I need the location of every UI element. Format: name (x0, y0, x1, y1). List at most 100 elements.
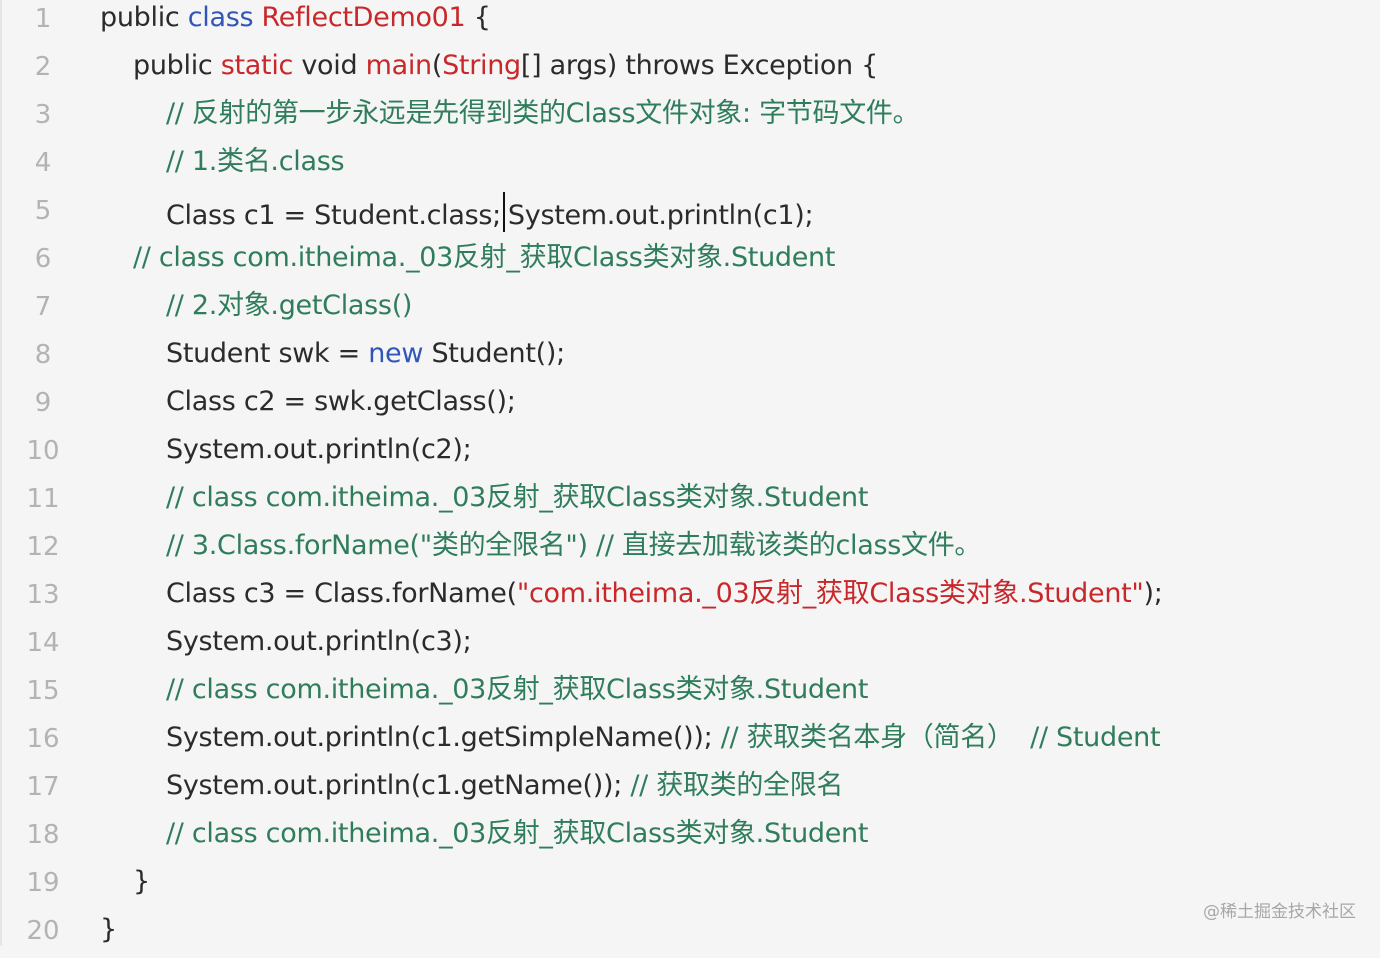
line-number: 14 (26, 628, 60, 658)
code-comment: // class com.itheima._03反射_获取Class类对象.St… (166, 674, 869, 705)
code-token: System.out.println(c1.getName()); (166, 770, 631, 801)
code-text: // 2.对象.getClass() (166, 288, 412, 324)
code-text: // 1.类名.class (166, 144, 345, 180)
code-line-17[interactable]: 17 System.out.println(c1.getName()); // 获… (0, 766, 1380, 814)
code-line-6[interactable]: 6 // class com.itheima._03反射_获取Class类对象.S… (0, 238, 1380, 286)
code-token: public (100, 2, 188, 33)
code-line-18[interactable]: 18 // class com.itheima._03反射_获取Class类对象.… (0, 814, 1380, 862)
code-comment: // 1.类名.class (166, 146, 345, 177)
code-identifier: String (442, 50, 521, 81)
code-line-2[interactable]: 2 public static void main(String[] args) … (0, 46, 1380, 94)
code-token: Student(); (423, 338, 565, 369)
code-line-19[interactable]: 19} (0, 862, 1380, 910)
code-token: System.out.println(c1); (507, 200, 814, 231)
gutter-edge (0, 0, 2, 946)
line-number: 19 (26, 868, 60, 898)
line-number: 18 (26, 820, 60, 850)
line-number: 6 (34, 244, 52, 274)
line-number: 2 (34, 52, 52, 82)
code-token: [] args) throws Exception { (520, 50, 879, 81)
code-text: } (133, 864, 150, 900)
code-line-13[interactable]: 13 Class c3 = Class.forName("com.itheima.… (0, 574, 1380, 622)
code-line-11[interactable]: 11 // class com.itheima._03反射_获取Class类对象.… (0, 478, 1380, 526)
code-text: // 3.Class.forName("类的全限名") // 直接去加载该类的c… (166, 528, 981, 564)
watermark: @稀土掘金技术社区 (1203, 902, 1356, 922)
code-text: public static void main(String[] args) t… (133, 48, 878, 84)
line-number: 1 (34, 4, 52, 34)
code-identifier: main (365, 50, 433, 81)
line-number: 4 (34, 148, 52, 178)
code-token: { (465, 2, 491, 33)
code-comment: // 获取类的全限名 (630, 770, 844, 801)
code-token: System.out.println(c3); (166, 626, 472, 657)
code-token: void (301, 50, 366, 81)
code-text: Student swk = new Student(); (166, 336, 565, 372)
code-text: public class ReflectDemo01 { (100, 0, 491, 36)
line-number: 15 (26, 676, 60, 706)
code-line-12[interactable]: 12 // 3.Class.forName("类的全限名") // 直接去加载该类… (0, 526, 1380, 574)
line-number: 3 (34, 100, 52, 130)
code-line-15[interactable]: 15 // class com.itheima._03反射_获取Class类对象.… (0, 670, 1380, 718)
code-token: System.out.println(c1.getSimpleName()); (166, 722, 721, 753)
code-comment: // 获取类名本身（简名） // Student (720, 722, 1161, 753)
code-keyword: new (368, 338, 424, 369)
code-token: public (133, 50, 221, 81)
code-line-9[interactable]: 9 Class c2 = swk.getClass(); (0, 382, 1380, 430)
code-comment: // class com.itheima._03反射_获取Class类对象.St… (133, 242, 836, 273)
code-text: Class c2 = swk.getClass(); (166, 384, 516, 420)
code-identifier: ReflectDemo01 (261, 2, 466, 33)
line-number: 11 (26, 484, 60, 514)
code-text: // class com.itheima._03反射_获取Class类对象.St… (166, 672, 868, 708)
code-line-4[interactable]: 4 // 1.类名.class (0, 142, 1380, 190)
code-identifier: static (220, 50, 302, 81)
code-text: // class com.itheima._03反射_获取Class类对象.St… (166, 816, 868, 852)
line-number: 5 (34, 196, 52, 226)
code-text: Class c3 = Class.forName("com.itheima._0… (166, 576, 1163, 612)
line-number: 20 (26, 916, 60, 946)
line-number: 9 (34, 388, 52, 418)
line-number: 16 (26, 724, 60, 754)
code-token: Class c2 = swk.getClass(); (166, 386, 516, 417)
code-keyword: class (187, 2, 262, 33)
line-number: 12 (26, 532, 60, 562)
code-comment: // class com.itheima._03反射_获取Class类对象.St… (166, 818, 869, 849)
code-comment: // 3.Class.forName("类的全限名") // 直接去加载该类的c… (166, 530, 982, 561)
code-comment: // 2.对象.getClass() (166, 290, 413, 321)
code-line-14[interactable]: 14 System.out.println(c3); (0, 622, 1380, 670)
code-line-5[interactable]: 5 Class c1 = Student.class;System.out.pri… (0, 190, 1380, 238)
code-line-16[interactable]: 16 System.out.println(c1.getSimpleName())… (0, 718, 1380, 766)
code-token: Student swk = (166, 338, 369, 369)
code-text: // class com.itheima._03反射_获取Class类对象.St… (133, 240, 835, 276)
code-line-3[interactable]: 3 // 反射的第一步永远是先得到类的Class文件对象: 字节码文件。 (0, 94, 1380, 142)
code-text: System.out.println(c3); (166, 624, 472, 660)
line-number: 7 (34, 292, 52, 322)
code-token: } (133, 866, 150, 897)
code-line-20[interactable]: 20} (0, 910, 1380, 958)
code-text: System.out.println(c1.getSimpleName()); … (166, 720, 1161, 756)
code-text: } (100, 912, 117, 948)
line-number: 13 (26, 580, 60, 610)
text-cursor (502, 192, 505, 232)
code-token: Class c3 = Class.forName( (166, 578, 517, 609)
code-identifier: "com.itheima._03反射_获取Class类对象.Student" (516, 578, 1144, 609)
line-number: 8 (34, 340, 52, 370)
line-number: 10 (26, 436, 60, 466)
code-text: // 反射的第一步永远是先得到类的Class文件对象: 字节码文件。 (166, 96, 920, 132)
code-line-1[interactable]: 1 public class ReflectDemo01 { (0, 0, 1380, 46)
code-token: ); (1143, 578, 1163, 609)
code-line-7[interactable]: 7 // 2.对象.getClass() (0, 286, 1380, 334)
code-token: System.out.println(c2); (166, 434, 472, 465)
code-text: System.out.println(c1.getName()); // 获取类… (166, 768, 843, 804)
code-line-8[interactable]: 8 Student swk = new Student(); (0, 334, 1380, 382)
code-comment: // class com.itheima._03反射_获取Class类对象.St… (166, 482, 869, 513)
line-number: 17 (26, 772, 60, 802)
code-token: Class c1 = Student.class; (166, 200, 501, 231)
code-text: System.out.println(c2); (166, 432, 472, 468)
code-text: Class c1 = Student.class;System.out.prin… (166, 192, 814, 234)
code-comment: // 反射的第一步永远是先得到类的Class文件对象: 字节码文件。 (166, 98, 920, 129)
code-token: } (100, 914, 117, 945)
code-text: // class com.itheima._03反射_获取Class类对象.St… (166, 480, 868, 516)
code-token: ( (431, 50, 443, 81)
code-line-10[interactable]: 10 System.out.println(c2); (0, 430, 1380, 478)
